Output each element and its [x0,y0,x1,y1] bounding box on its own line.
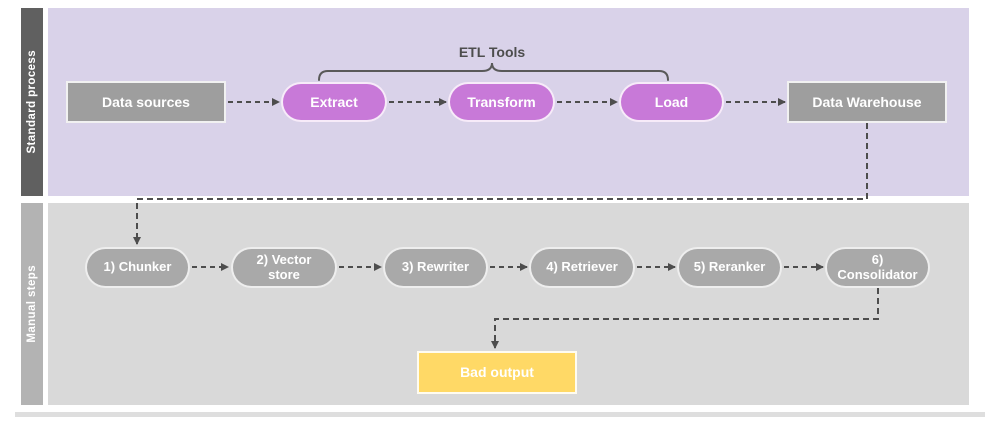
node-label: 5) Reranker [693,259,766,275]
node-label: 2) Vector store [256,251,312,282]
node-label: Data Warehouse [812,93,922,110]
node-vector-store: 2) Vector store [231,247,337,288]
lane-label-manual-steps: Manual steps [21,203,43,405]
node-extract: Extract [281,82,387,122]
node-reranker: 5) Reranker [677,247,782,288]
lane-label-standard-process: Standard process [21,8,43,196]
node-label: Extract [310,93,358,110]
node-label: 3) Rewriter [401,259,470,275]
node-load: Load [619,82,724,122]
lane-divider-strip [15,412,985,417]
node-label: Load [654,93,689,110]
node-label: Bad output [460,364,534,381]
node-label: 4) Retriever [546,259,618,275]
node-retriever: 4) Retriever [529,247,635,288]
node-label: 6) Consolidator [837,251,918,282]
lane-label-text: Standard process [26,50,38,154]
node-label: Data sources [102,93,190,110]
node-label: 1) Chunker [103,259,172,275]
node-data-warehouse: Data Warehouse [787,81,947,123]
node-data-sources: Data sources [66,81,226,123]
node-rewriter: 3) Rewriter [383,247,488,288]
lane-label-text: Manual steps [26,265,38,343]
etl-tools-label: ETL Tools [458,44,526,60]
node-bad-output: Bad output [417,351,577,394]
node-label: Transform [467,93,536,110]
node-chunker: 1) Chunker [85,247,190,288]
node-consolidator: 6) Consolidator [825,247,930,288]
node-transform: Transform [448,82,555,122]
